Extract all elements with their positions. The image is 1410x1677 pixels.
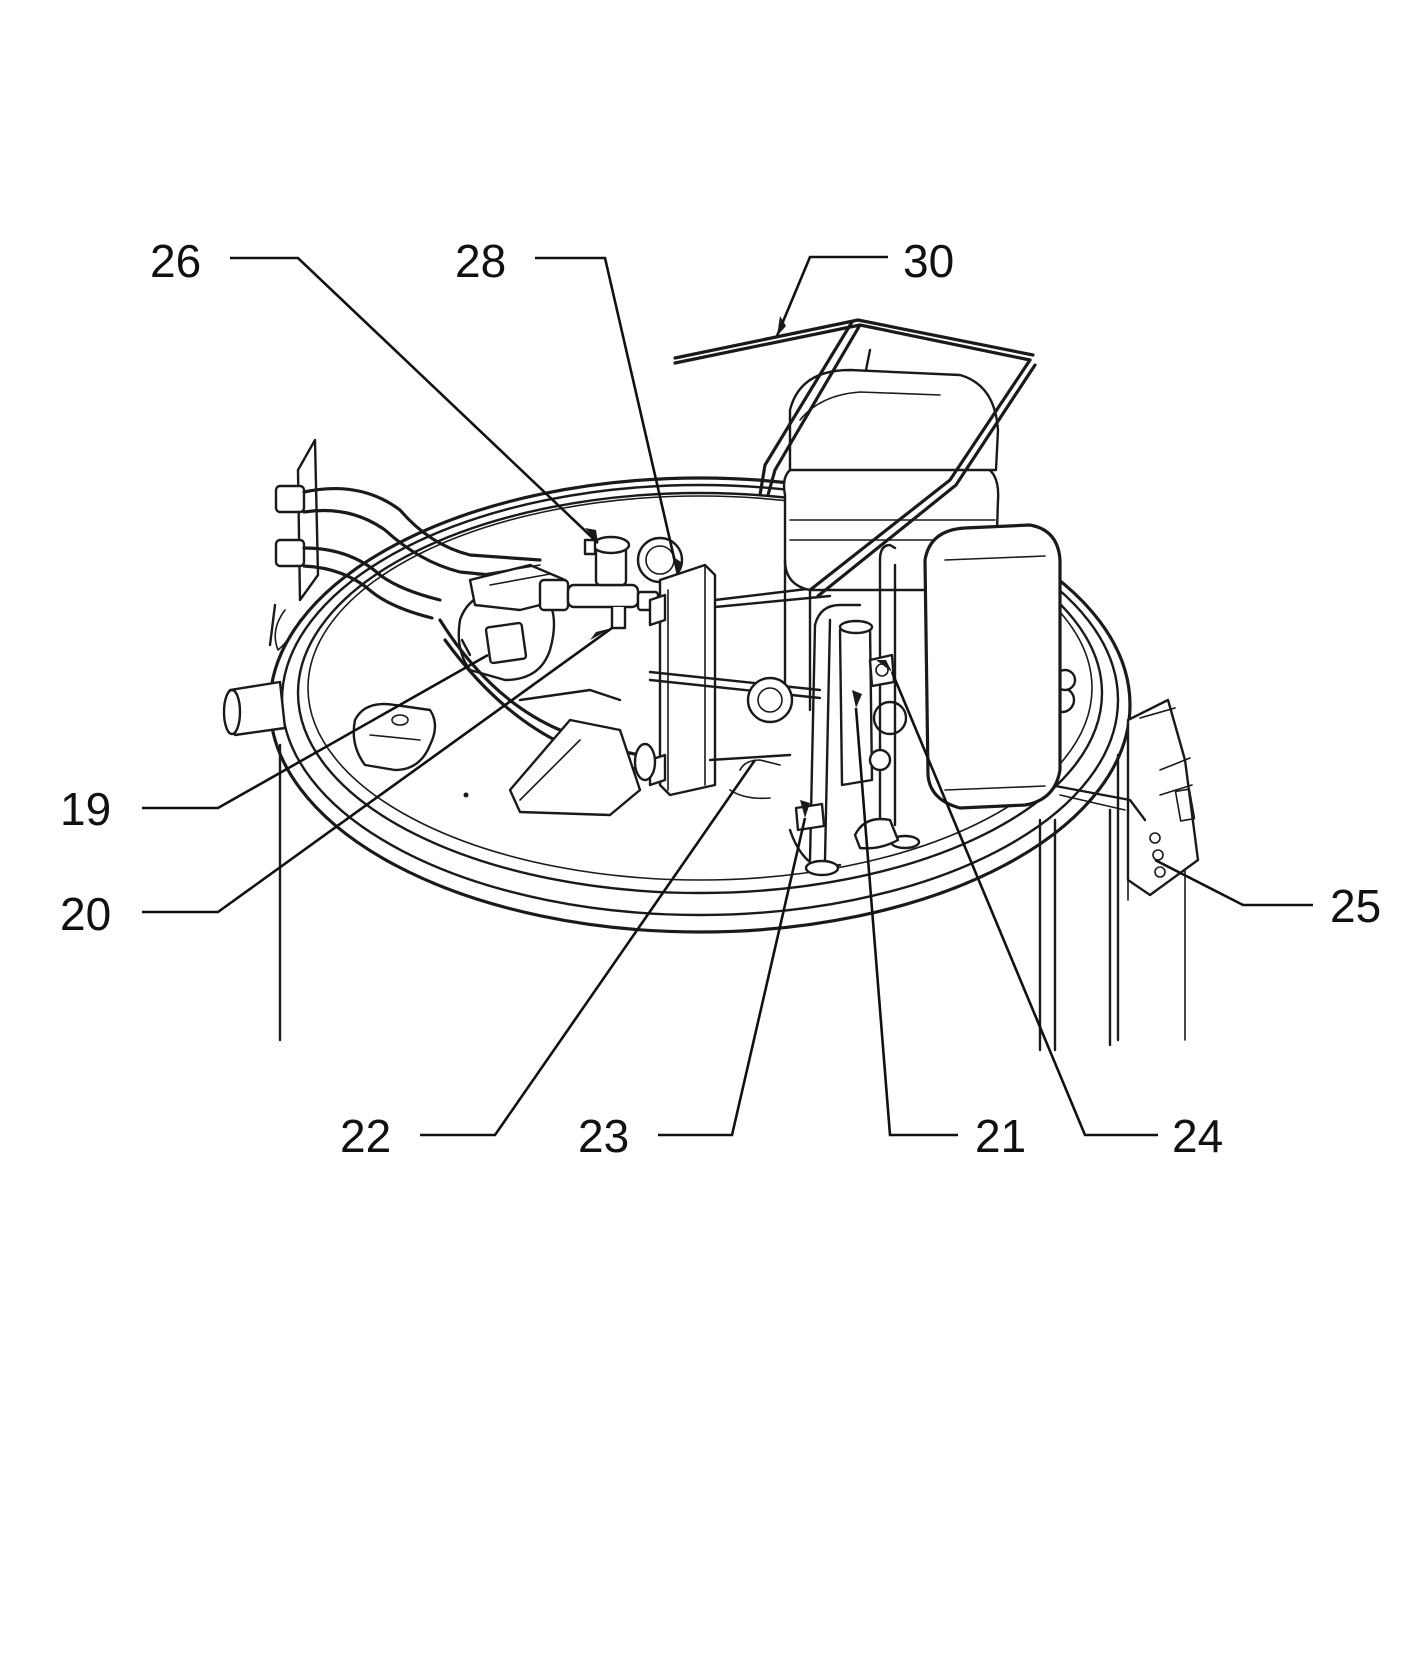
ref-label-20: 20 <box>60 888 111 940</box>
carry-handle <box>673 318 1037 598</box>
leader-lines <box>142 255 1313 1137</box>
filter-drier <box>788 543 921 877</box>
ref-label-22: 22 <box>340 1110 391 1162</box>
control-panel <box>1048 698 1200 897</box>
ref-label-25: 25 <box>1330 880 1381 932</box>
ref-label-21: 21 <box>975 1110 1026 1162</box>
ref-label-28: 28 <box>455 235 506 287</box>
ref-label-30: 30 <box>903 235 954 287</box>
reference-numerals: 26 28 30 19 20 25 22 23 21 24 <box>60 235 1381 1162</box>
ref-label-19: 19 <box>60 783 111 835</box>
valve-assembly <box>566 535 684 630</box>
ref-label-23: 23 <box>578 1110 629 1162</box>
tank-body <box>268 476 1186 1052</box>
refrigerant-lines <box>438 618 657 817</box>
ref-label-24: 24 <box>1172 1110 1223 1162</box>
ref-label-26: 26 <box>150 235 201 287</box>
electrical-box <box>923 523 1062 810</box>
plate-heat-exchanger <box>648 563 842 797</box>
pipe-bracket <box>222 438 542 737</box>
